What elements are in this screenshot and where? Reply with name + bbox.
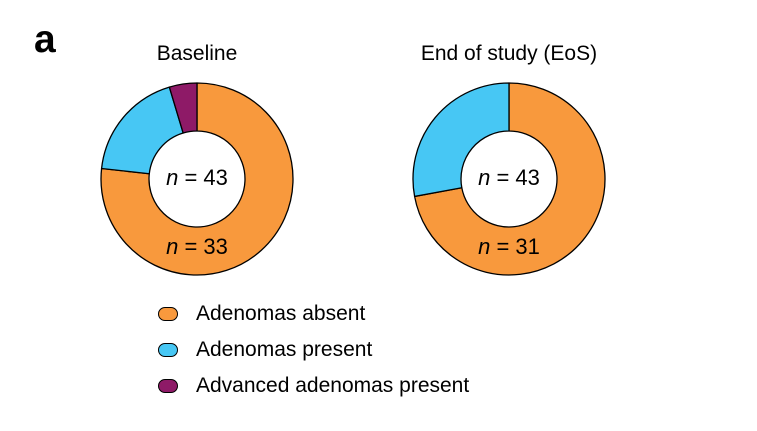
legend: Adenomas absent Adenomas present Advance… xyxy=(158,302,469,410)
legend-swatch-purple-icon xyxy=(158,379,178,393)
legend-swatch-blue-icon xyxy=(158,343,178,357)
legend-label-advanced-adenomas-present: Advanced adenomas present xyxy=(196,374,470,397)
donut-chart-end-of-study: n = 43 n = 31 xyxy=(404,74,614,284)
donut-segment-count-baseline: n = 33 xyxy=(166,234,228,259)
legend-swatch-orange-icon xyxy=(158,307,178,321)
legend-label-adenomas-present: Adenomas present xyxy=(196,338,373,361)
donut-center-total-end-of-study: n = 43 xyxy=(478,165,540,190)
donut-chart-baseline: n = 43 n = 33 xyxy=(92,74,302,284)
donut-segment-count-end-of-study: n = 31 xyxy=(478,234,540,259)
legend-item-advanced-adenomas-present: Advanced adenomas present xyxy=(158,374,469,398)
donut-rings-baseline xyxy=(100,82,294,276)
legend-item-adenomas-absent: Adenomas absent xyxy=(158,302,469,326)
donut-rings-end-of-study xyxy=(412,82,606,276)
legend-label-adenomas-absent: Adenomas absent xyxy=(196,302,366,325)
panel-label: a xyxy=(34,18,56,61)
chart-title-baseline: Baseline xyxy=(156,42,238,65)
legend-item-adenomas-present: Adenomas present xyxy=(158,338,469,362)
donut-center-total-baseline: n = 43 xyxy=(166,165,228,190)
chart-title-end-of-study: End of study (EoS) xyxy=(420,42,598,65)
